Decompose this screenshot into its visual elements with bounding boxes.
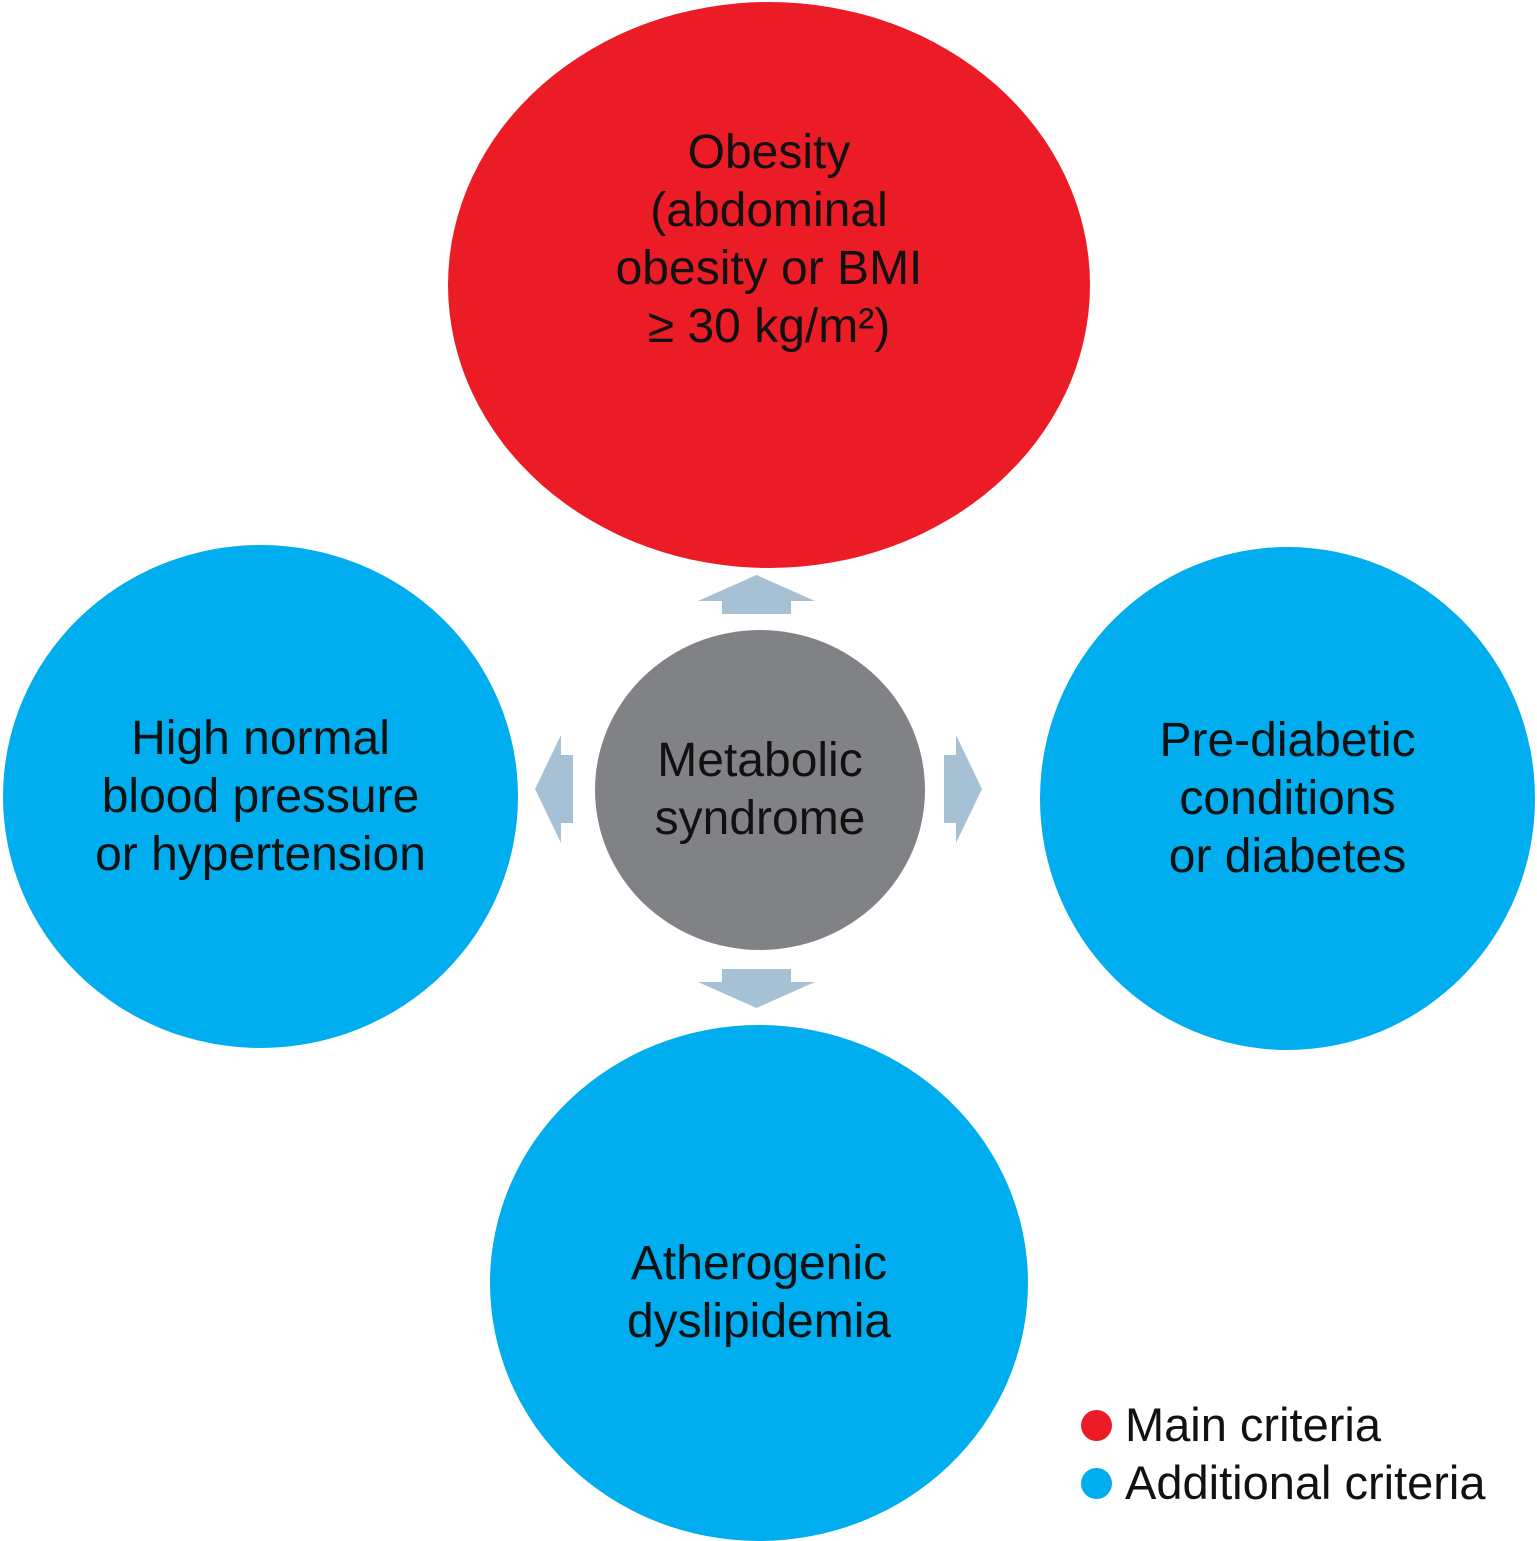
arrow-right-icon <box>944 735 982 843</box>
node-pre-diabetic-line: or diabetes <box>1168 829 1407 883</box>
arrow-left-icon <box>535 735 573 843</box>
legend-item-additional: Additional criteria <box>1081 1454 1486 1512</box>
node-obesity-line: obesity or BMI <box>615 242 923 295</box>
node-dyslipidemia-line: dyslipidemia <box>626 1295 892 1348</box>
node-metabolic-syndrome-label: Metabolic syndrome <box>655 732 866 848</box>
arrow-left-shape <box>535 735 573 843</box>
node-pre-diabetic-line: Pre-diabetic <box>1159 713 1416 767</box>
additional-criteria-dot-icon <box>1081 1467 1112 1499</box>
node-blood-pressure-line: High normal <box>131 711 390 765</box>
main-criteria-dot-icon <box>1081 1409 1112 1441</box>
legend-item-main: Main criteria <box>1081 1396 1486 1454</box>
node-metabolic-syndrome: Metabolic syndrome <box>595 630 925 950</box>
node-obesity-line: (abdominal <box>650 184 888 237</box>
node-metabolic-syndrome-line: Metabolic <box>657 734 863 787</box>
legend: Main criteria Additional criteria <box>1081 1396 1486 1512</box>
legend-label-additional: Additional criteria <box>1125 1456 1486 1509</box>
node-blood-pressure-line: or hypertension <box>95 827 426 881</box>
arrow-right-shape <box>944 735 982 843</box>
node-pre-diabetic-line: conditions <box>1179 771 1396 825</box>
node-blood-pressure-label: High normal blood pressure or hypertensi… <box>95 710 426 884</box>
node-obesity-line: ≥ 30 kg/m²) <box>647 300 891 353</box>
node-blood-pressure-line: blood pressure <box>101 769 420 823</box>
node-obesity: Obesity (abdominal obesity or BMI ≥ 30 k… <box>448 2 1090 568</box>
node-pre-diabetic-label: Pre-diabetic conditions or diabetes <box>1159 712 1415 886</box>
arrow-down-shape <box>698 969 815 1008</box>
node-dyslipidemia: Atherogenic dyslipidemia <box>490 1025 1028 1541</box>
node-pre-diabetic: Pre-diabetic conditions or diabetes <box>1040 547 1535 1050</box>
legend-label-main: Main criteria <box>1125 1398 1381 1451</box>
node-dyslipidemia-label: Atherogenic dyslipidemia <box>627 1235 891 1351</box>
node-dyslipidemia-line: Atherogenic <box>630 1237 888 1290</box>
arrow-up-shape <box>698 575 815 614</box>
node-metabolic-syndrome-line: syndrome <box>654 792 866 845</box>
arrow-up-icon <box>698 575 815 614</box>
node-obesity-line: Obesity <box>687 126 851 179</box>
node-blood-pressure: High normal blood pressure or hypertensi… <box>3 545 518 1048</box>
arrow-down-icon <box>698 969 815 1008</box>
node-obesity-label: Obesity (abdominal obesity or BMI ≥ 30 k… <box>616 124 923 356</box>
